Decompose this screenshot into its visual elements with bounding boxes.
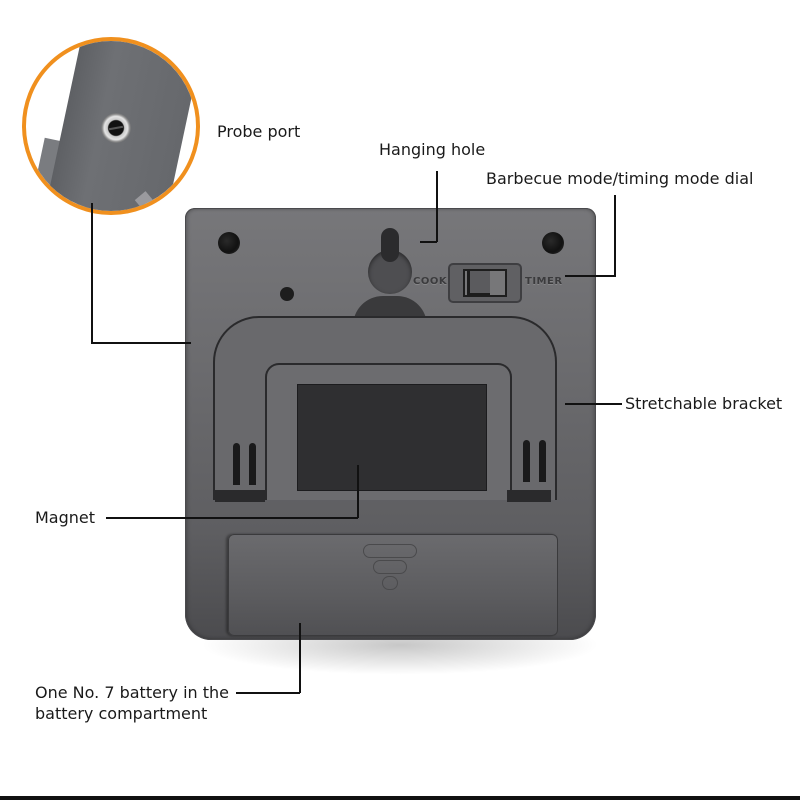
mode-dial-label: Barbecue mode/timing mode dial (486, 169, 754, 188)
leader-line-bracket (565, 403, 622, 405)
screw-left (218, 232, 240, 254)
bracket-foot-left (215, 490, 265, 502)
leader-line-dial (614, 195, 616, 276)
latch-slot (233, 443, 240, 485)
leader-line-probe (91, 203, 93, 343)
grip-notch-icon (363, 544, 417, 558)
magnet-label: Magnet (35, 508, 96, 527)
small-hole (280, 287, 294, 301)
probe-port-label: Probe port (217, 122, 301, 141)
screw-right (542, 232, 564, 254)
leader-line-probe (91, 342, 191, 344)
leader-line-hanging (420, 241, 437, 243)
mode-switch[interactable] (448, 263, 522, 303)
bracket-foot-right (507, 490, 551, 502)
latch-slot (523, 440, 530, 482)
magnet (297, 384, 487, 491)
latch-slot (249, 443, 256, 485)
leader-line-hanging (436, 171, 438, 242)
thermometer-back-panel: COOK TIMER (185, 208, 596, 640)
grip-notch-icon (382, 576, 398, 590)
bottom-divider (0, 796, 800, 800)
probe-port-detail-inset (22, 37, 200, 215)
leader-line-battery (236, 692, 300, 694)
bracket-label: Stretchable bracket (625, 394, 783, 413)
latch-slot (539, 440, 546, 482)
grip-notch-icon (373, 560, 407, 574)
leader-line-magnet (106, 517, 358, 519)
leader-line-magnet (357, 465, 359, 518)
leader-line-dial (565, 275, 616, 277)
battery-label-line1: One No. 7 battery in the (35, 683, 229, 702)
timer-label: TIMER (525, 276, 563, 287)
cook-label: COOK (413, 276, 448, 287)
switch-knob[interactable] (467, 271, 490, 296)
hanging-hole-label: Hanging hole (379, 140, 486, 159)
battery-compartment-cover[interactable] (228, 534, 558, 636)
battery-label-line2: battery compartment (35, 704, 208, 723)
hanging-hole-slot (381, 228, 399, 262)
leader-line-battery (299, 623, 301, 693)
switch-slot (463, 269, 507, 297)
